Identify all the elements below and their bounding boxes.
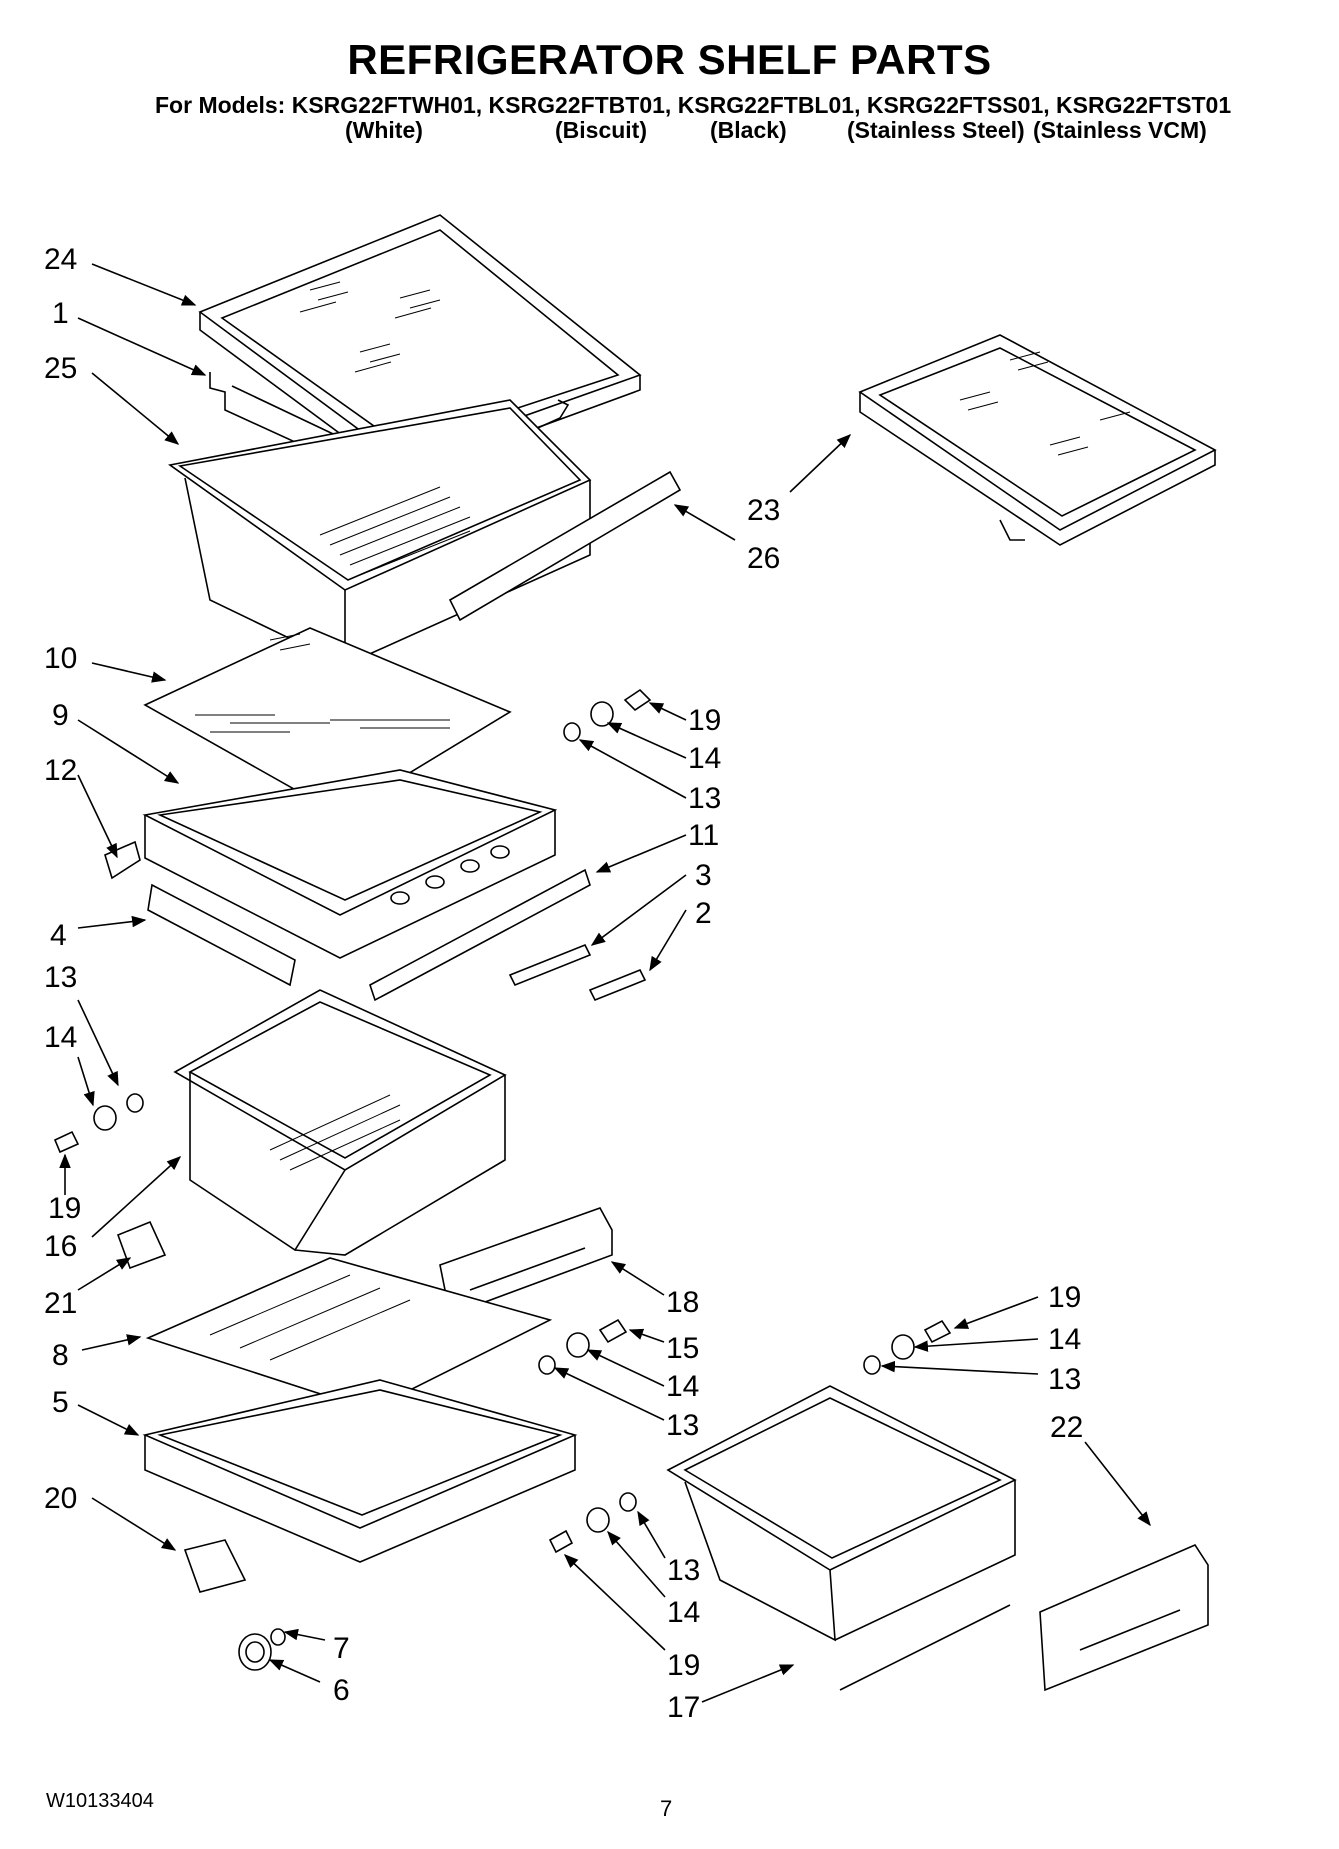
callout-16: 16: [44, 1230, 77, 1263]
part-20-cover: [183, 1539, 247, 1593]
callout-4: 4: [50, 919, 67, 952]
callout-13-left: 13: [44, 961, 77, 994]
callout-13-middle: 13: [666, 1409, 699, 1442]
variant-stainless-vcm: (Stainless VCM): [1033, 117, 1207, 143]
variant-biscuit: (Biscuit): [555, 117, 647, 143]
part-26-cover-strip: [448, 470, 682, 622]
part-6-knob: [238, 1633, 272, 1671]
callout-19-lower: 19: [667, 1649, 700, 1682]
callout-19-left: 19: [48, 1192, 81, 1225]
callout-14-right: 14: [1048, 1323, 1081, 1356]
document-number: W10133404: [46, 1790, 154, 1812]
part-23-glass-shelf: [858, 334, 1217, 546]
callout-19-right: 19: [1048, 1281, 1081, 1314]
callout-14-middle: 14: [666, 1370, 699, 1403]
callout-18: 18: [666, 1286, 699, 1319]
callout-21: 21: [44, 1287, 77, 1320]
callout-3: 3: [695, 859, 712, 892]
callout-23: 23: [747, 494, 780, 527]
part-5-bottom-frame: [142, 1379, 578, 1563]
part-21-clip: [116, 1220, 167, 1270]
hardware-set-right-lower: [548, 1492, 637, 1554]
callout-14-upper: 14: [688, 742, 721, 775]
callout-2: 2: [695, 897, 712, 930]
leader-lines: [59, 263, 1151, 1703]
variant-black: (Black): [710, 117, 787, 143]
callout-7: 7: [333, 1632, 350, 1665]
callout-22: 22: [1050, 1411, 1083, 1444]
callout-5: 5: [52, 1386, 69, 1419]
callout-12: 12: [44, 754, 77, 787]
callout-13-upper: 13: [688, 782, 721, 815]
page-title: REFRIGERATOR SHELF PARTS: [347, 36, 992, 83]
callout-13-lower: 13: [667, 1554, 700, 1587]
part-12-clip: [104, 840, 141, 880]
callout-1: 1: [52, 297, 69, 330]
callout-24: 24: [44, 243, 77, 276]
variant-stainless-steel: (Stainless Steel): [847, 117, 1025, 143]
hardware-set-middle: [538, 1318, 628, 1375]
callout-17: 17: [667, 1691, 700, 1724]
callout-labels: 24 1 25 23 26 10 9 12 19 14 13 11 3 2 4 …: [44, 243, 1083, 1724]
callout-15: 15: [666, 1332, 699, 1365]
callout-10: 10: [44, 642, 77, 675]
part-16-drawer: [173, 989, 507, 1256]
part-3-bracket: [508, 943, 592, 987]
variant-white: (White): [345, 117, 423, 143]
callout-11: 11: [688, 819, 719, 852]
models-line: For Models: KSRG22FTWH01, KSRG22FTBT01, …: [155, 92, 1232, 118]
part-4-front-rail: [147, 883, 296, 987]
callout-9: 9: [52, 699, 69, 732]
callout-25: 25: [44, 352, 77, 385]
callout-6: 6: [333, 1674, 350, 1707]
callout-14-lower: 14: [667, 1596, 700, 1629]
callout-14-left: 14: [44, 1021, 77, 1054]
part-17-drawer: [666, 1385, 1017, 1691]
hardware-set-right-upper: [863, 1319, 952, 1375]
callout-13-right: 13: [1048, 1363, 1081, 1396]
callout-8: 8: [52, 1339, 69, 1372]
hardware-set-upper: [563, 688, 652, 742]
callout-26: 26: [747, 542, 780, 575]
part-25-crisper-pan: [168, 399, 592, 667]
part-2-clip: [588, 968, 647, 1002]
callout-19-upper: 19: [688, 704, 721, 737]
part-10-glass-insert: [143, 627, 512, 816]
callout-20: 20: [44, 1482, 77, 1515]
page-number: 7: [660, 1796, 673, 1821]
part-9-crisper-frame: [142, 769, 558, 959]
part-22-drawer-front: [1039, 1543, 1209, 1692]
part-7-axle: [270, 1628, 286, 1646]
part-11-rail: [369, 868, 591, 1002]
part-8-glass-shelf: [145, 1257, 553, 1411]
hardware-set-left: [53, 1093, 144, 1154]
